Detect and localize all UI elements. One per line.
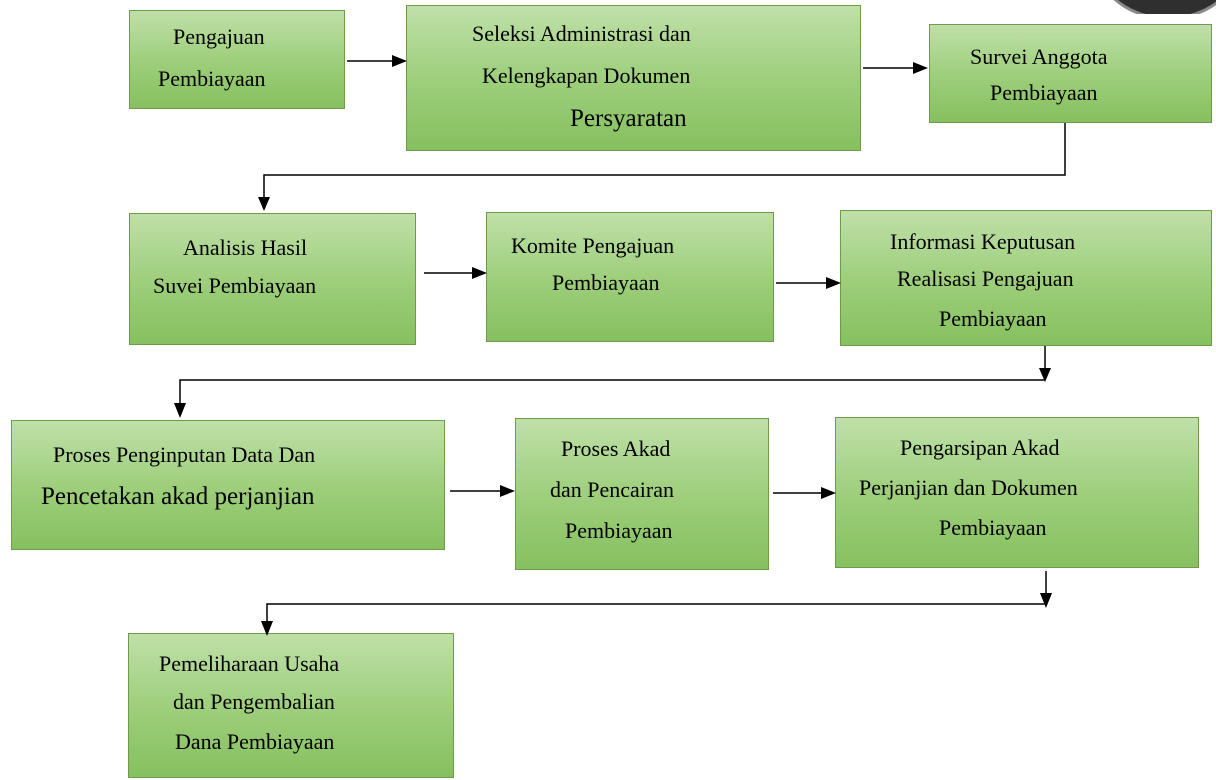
step-pengarsipan-akad: Pengarsipan Akad Perjanjian dan Dokumen … xyxy=(835,417,1199,568)
step-text: Pembiayaan xyxy=(565,518,673,543)
step-text: Pembiayaan xyxy=(939,306,1047,331)
arrowhead xyxy=(821,487,836,499)
arrowhead xyxy=(174,403,186,418)
step-survei-anggota: Survei Anggota Pembiayaan xyxy=(929,24,1212,123)
step-text: Pengarsipan Akad xyxy=(900,435,1060,460)
step-text: Pembiayaan xyxy=(990,80,1098,105)
step-text: Pemeliharaan Usaha xyxy=(159,651,340,676)
step-text: Analisis Hasil xyxy=(183,235,308,260)
step-text: Realisasi Pengajuan xyxy=(897,266,1074,291)
step-text: Seleksi Administrasi dan xyxy=(472,21,691,46)
arrowhead xyxy=(392,55,407,67)
step-pengajuan-pembiayaan: Pengajuan Pembiayaan xyxy=(129,10,345,109)
step-text: Persyaratan xyxy=(570,105,687,132)
step-text: Kelengkapan Dokumen xyxy=(482,63,691,88)
step-text: Pembiayaan xyxy=(939,515,1047,540)
step-informasi-keputusan: Informasi Keputusan Realisasi Pengajuan … xyxy=(840,210,1212,346)
step-komite-pengajuan: Komite Pengajuan Pembiayaan xyxy=(486,212,774,342)
arrowhead xyxy=(826,277,841,289)
step-text: Survei Anggota xyxy=(970,44,1108,69)
step-proses-penginputan: Proses Penginputan Data Dan Pencetakan a… xyxy=(11,420,445,550)
step-text: Pembiayaan xyxy=(158,66,266,91)
step-text: Komite Pengajuan xyxy=(511,233,675,258)
step-text: Informasi Keputusan xyxy=(890,229,1076,254)
step-text: Dana Pembiayaan xyxy=(175,729,335,754)
step-text: Pengajuan xyxy=(173,24,265,49)
step-text: Proses Akad xyxy=(561,436,671,461)
step-text: dan Pencairan xyxy=(550,477,674,502)
step-analisis-hasil: Analisis Hasil Suvei Pembiayaan xyxy=(129,213,416,345)
corner-decoration xyxy=(1106,0,1216,14)
step-text: Pencetakan akad perjanjian xyxy=(41,483,315,510)
arrowhead xyxy=(500,485,515,497)
arrowhead xyxy=(913,62,928,74)
step-text: Pembiayaan xyxy=(552,270,660,295)
arrowhead xyxy=(472,267,487,279)
step-text: Suvei Pembiayaan xyxy=(153,273,317,298)
connector-pengarsipan-to-pemeliharaan xyxy=(266,603,1046,622)
step-seleksi-administrasi: Seleksi Administrasi dan Kelengkapan Dok… xyxy=(406,5,861,151)
arrowhead xyxy=(258,197,270,211)
arrowhead xyxy=(1039,368,1051,382)
step-text: Perjanjian dan Dokumen xyxy=(859,475,1078,500)
step-text: dan Pengembalian xyxy=(173,689,335,714)
step-text: Proses Penginputan Data Dan xyxy=(53,442,316,467)
arrowhead xyxy=(1040,593,1052,608)
step-pemeliharaan-usaha: Pemeliharaan Usaha dan Pengembalian Dana… xyxy=(128,633,454,778)
step-proses-akad: Proses Akad dan Pencairan Pembiayaan xyxy=(515,418,769,570)
connector-informasi-to-proses-input xyxy=(179,379,1045,404)
